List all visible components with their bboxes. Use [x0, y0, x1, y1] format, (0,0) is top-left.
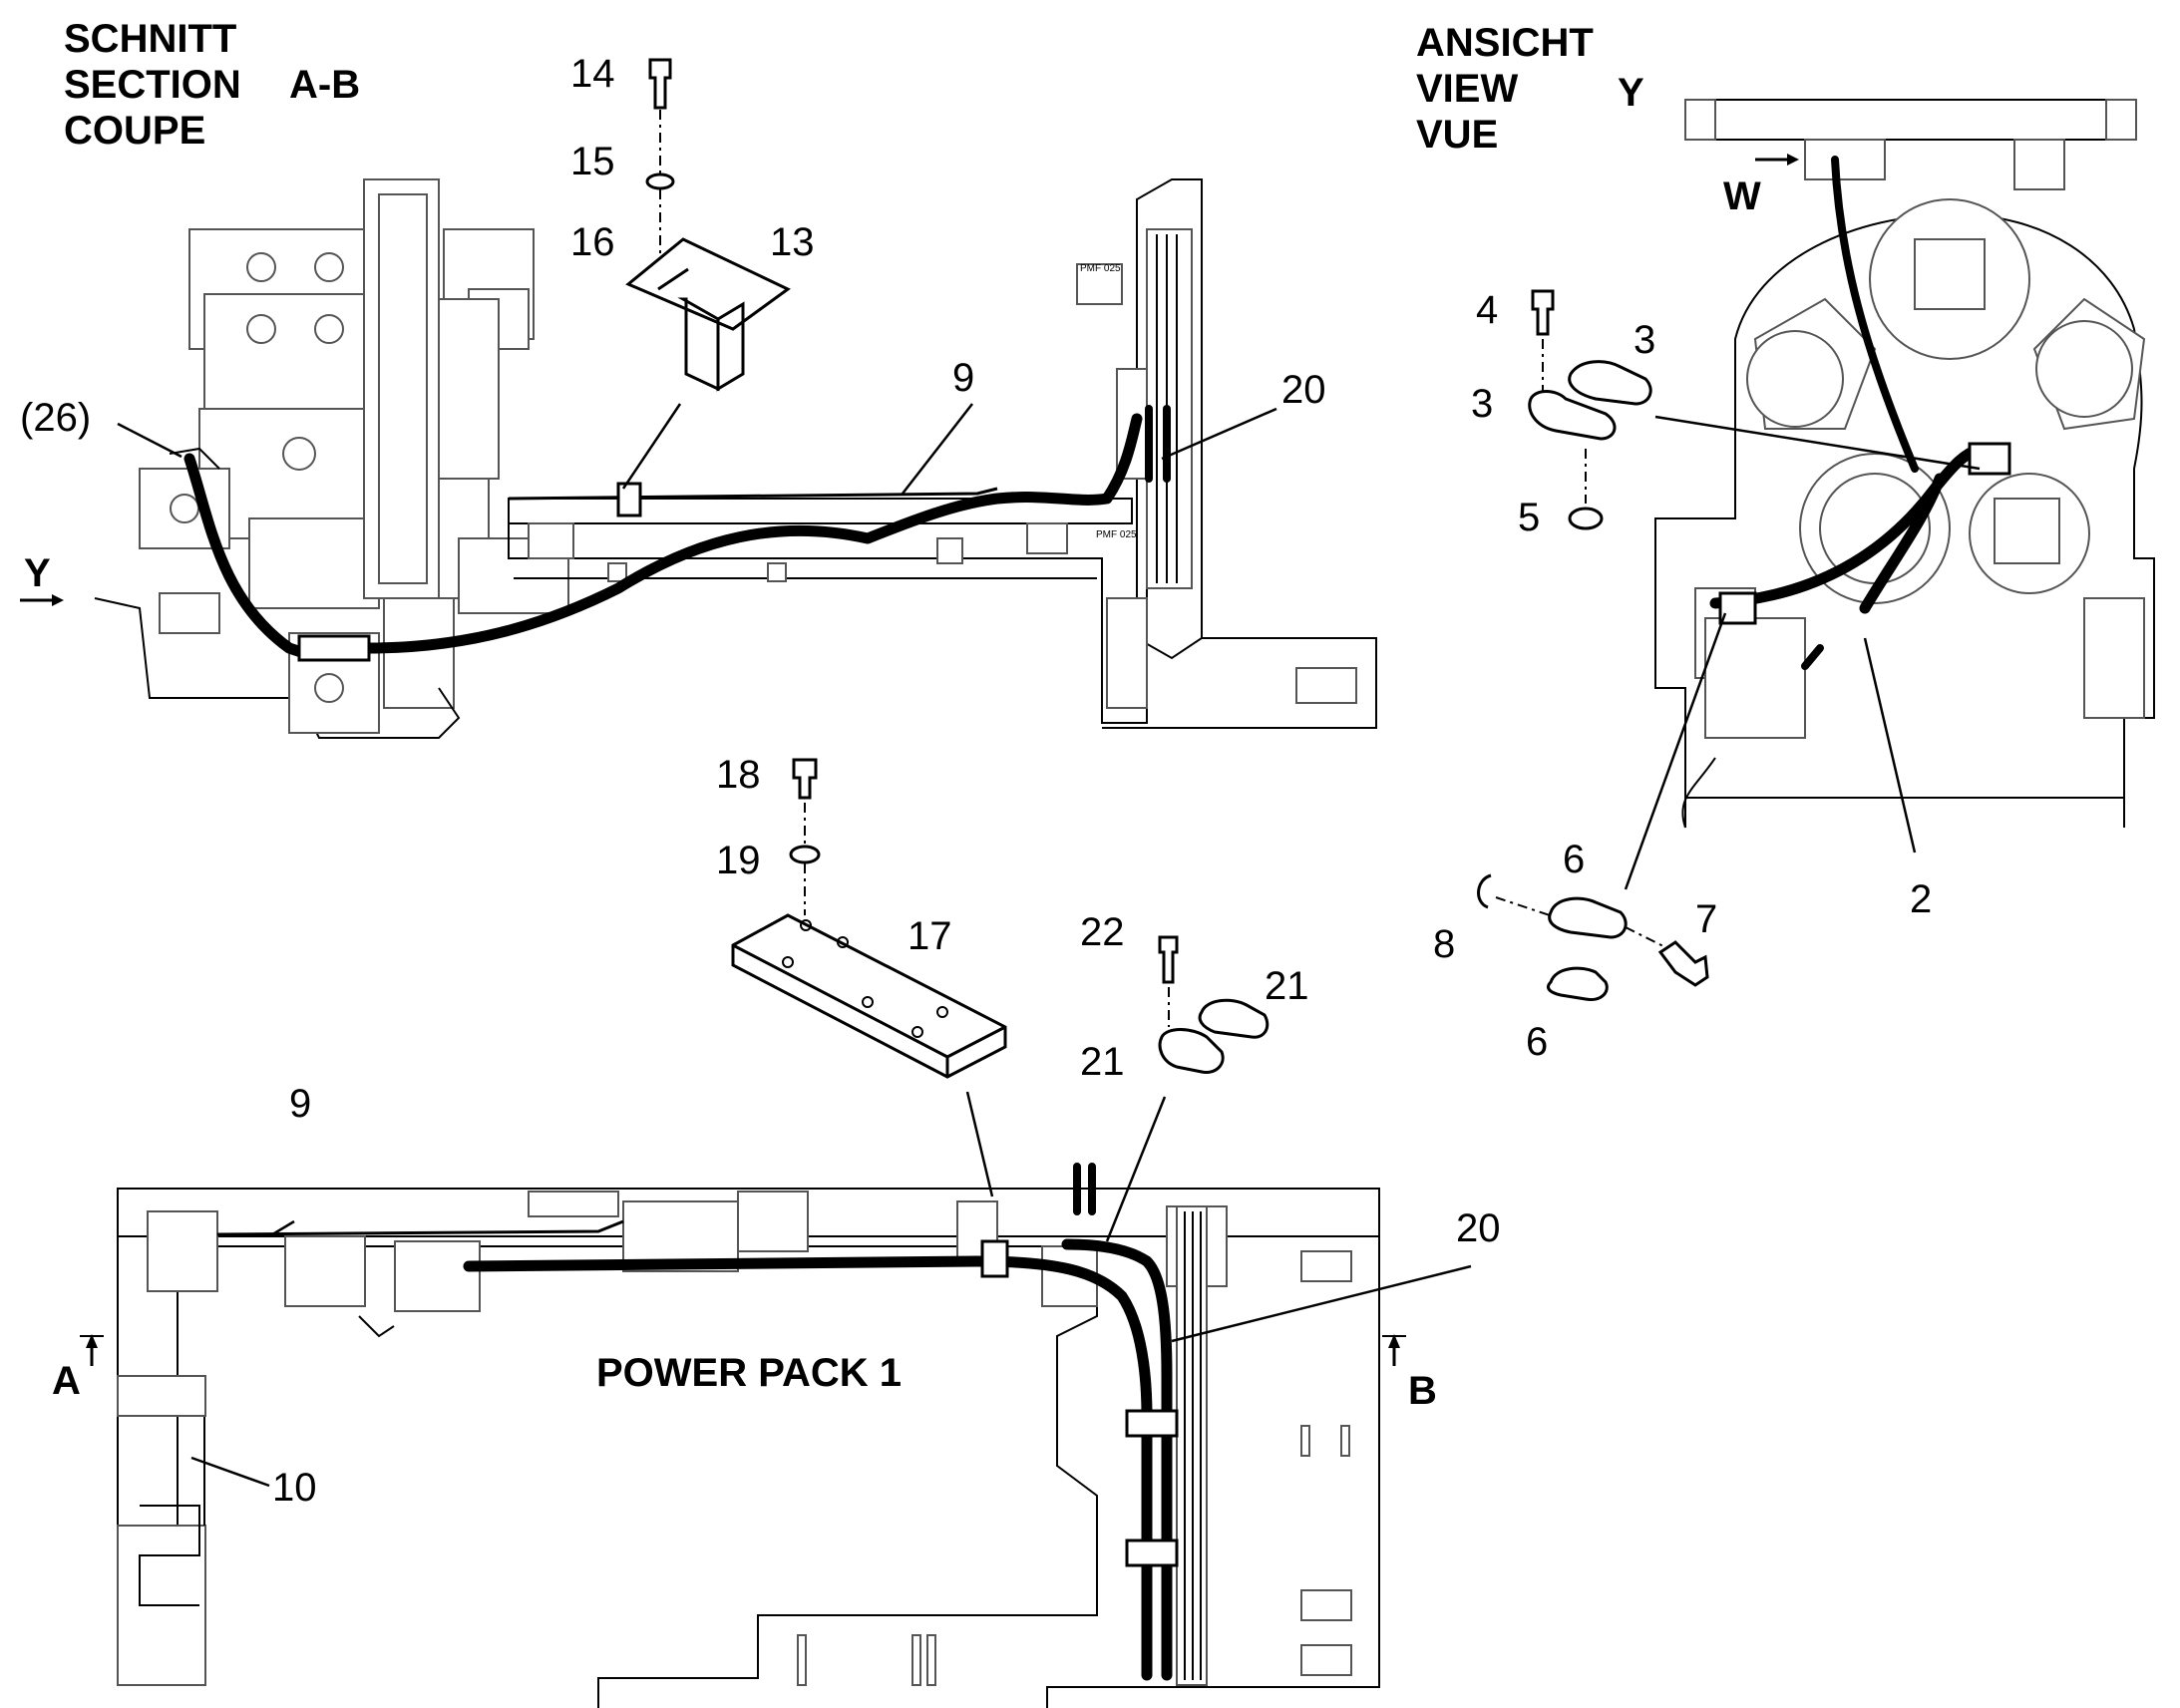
heading-section-id: A-B — [289, 63, 360, 107]
heading-section-fr: COUPE — [64, 109, 205, 153]
pump-valve-block — [139, 228, 535, 609]
callout-18: 18 — [716, 753, 761, 797]
tag-plate-1 — [1076, 263, 1123, 305]
callout-21-right: 21 — [1265, 964, 1309, 1008]
hose-main-section — [183, 413, 1143, 659]
pipe-9-upper — [508, 487, 998, 501]
callout-19: 19 — [716, 839, 761, 882]
view-y-drawing: W — [1654, 99, 2155, 829]
section-marker-a: A — [52, 1334, 104, 1403]
bracket-13 — [625, 237, 791, 392]
heading-section-de: SCHNITT — [64, 17, 236, 61]
flange-half-6a — [1548, 896, 1628, 939]
flange-fitting-lower — [1718, 591, 1757, 625]
callout-16: 16 — [570, 220, 615, 264]
hose-2 — [1709, 443, 1986, 614]
bolt-14 — [648, 58, 672, 110]
power-pack-top-view: POWER PACK 1 — [117, 1163, 1380, 1708]
screw-22 — [1158, 935, 1179, 984]
callout-6-lower: 6 — [1526, 1020, 1548, 1064]
a-marker-label: A — [52, 1359, 81, 1403]
callout-7: 7 — [1695, 897, 1717, 941]
pipe-9-lower — [216, 1219, 624, 1236]
o-ring-5 — [1568, 507, 1604, 530]
o-ring-8 — [1477, 873, 1492, 909]
callout-21-left: 21 — [1080, 1040, 1125, 1084]
exploded-flange-6-8 — [1477, 612, 1727, 1002]
frame-column — [94, 178, 569, 739]
screw-4 — [1531, 289, 1555, 336]
callout-3-right: 3 — [1634, 318, 1655, 362]
callout-13: 13 — [770, 220, 815, 264]
flange-half-3a — [1568, 360, 1652, 406]
flange-half-21b — [1158, 1028, 1225, 1075]
hose-fitting — [297, 634, 371, 662]
callout-9-lower: 9 — [289, 1082, 311, 1126]
callout-22: 22 — [1080, 910, 1125, 954]
callout-20-upper: 20 — [1281, 368, 1326, 412]
hose-power-pack-main — [463, 1255, 1153, 1681]
callout-2: 2 — [1910, 877, 1932, 921]
callout-4: 4 — [1476, 288, 1498, 332]
heading-section-en: SECTION — [64, 63, 241, 107]
clamp-lower-1 — [1125, 1409, 1179, 1438]
callout-17: 17 — [908, 914, 952, 958]
bolt-18 — [792, 758, 818, 800]
main-title: POWER PACK 1 — [596, 1351, 902, 1395]
callout-10: 10 — [272, 1466, 317, 1510]
callout-26: (26) — [20, 396, 91, 440]
callout-3-left: 3 — [1471, 382, 1493, 426]
gearbox-housing — [1654, 212, 2155, 799]
callout-9-upper: 9 — [952, 356, 974, 400]
heading-view-en: VIEW — [1416, 67, 1518, 111]
cooler-tank: PMF 025 PMF 025 — [1076, 178, 1377, 729]
leader-lines — [117, 403, 1917, 1488]
exploded-plate-17-19 — [731, 758, 1007, 1197]
elbow-fitting — [358, 1315, 395, 1338]
clamp-top — [980, 1239, 1009, 1278]
callout-numbers: (26) 14 15 16 13 9 20 4 3 3 5 6 8 7 6 2 … — [20, 52, 1932, 1510]
y-arrow-label: Y — [24, 551, 51, 595]
fitting-26 — [169, 447, 220, 470]
callout-6-upper: 6 — [1563, 838, 1585, 881]
washer-15 — [645, 172, 675, 190]
tag-plate-2-text: PMF 025 — [1096, 529, 1137, 540]
flange-half-6b — [1547, 966, 1609, 1002]
callout-5: 5 — [1518, 496, 1540, 539]
heading-view-de: ANSICHT — [1416, 21, 1594, 65]
exploded-flange-3-5 — [1528, 289, 1981, 530]
view-y-heading: ANSICHT VIEW VUE Y — [1416, 21, 1644, 157]
screw-7 — [1657, 940, 1709, 987]
pipe-clamp — [616, 482, 642, 517]
hose-power-pack-second — [1061, 1238, 1173, 1681]
heading-view-fr: VUE — [1416, 113, 1498, 157]
flange-half-21a — [1198, 998, 1270, 1039]
tag-plate-1-text: PMF 025 — [1080, 263, 1121, 274]
callout-14: 14 — [570, 52, 615, 96]
w-arrow-label: W — [1723, 174, 1761, 218]
view-y-arrow: Y — [20, 551, 64, 606]
section-marker-b: B — [1382, 1334, 1437, 1413]
callout-20-lower: 20 — [1456, 1206, 1501, 1250]
hose-main-section-end — [1145, 405, 1171, 483]
washer-19 — [789, 845, 821, 864]
section-a-b-drawing: PMF 025 PMF 025 — [94, 178, 1377, 739]
exploded-bracket-13-16 — [621, 58, 791, 490]
callout-15: 15 — [570, 140, 615, 183]
heading-view-id: Y — [1618, 71, 1644, 115]
flange-half-3b — [1528, 390, 1617, 441]
plate-17 — [731, 913, 1007, 1079]
section-a-b-heading: SCHNITT SECTION COUPE A-B — [64, 17, 360, 153]
callout-8: 8 — [1433, 922, 1455, 966]
hose-view-y-vertical — [1831, 156, 1919, 473]
clamp-lower-2 — [1125, 1538, 1179, 1567]
b-marker-label: B — [1408, 1369, 1437, 1413]
exploded-flange-21-22 — [1105, 935, 1270, 1242]
